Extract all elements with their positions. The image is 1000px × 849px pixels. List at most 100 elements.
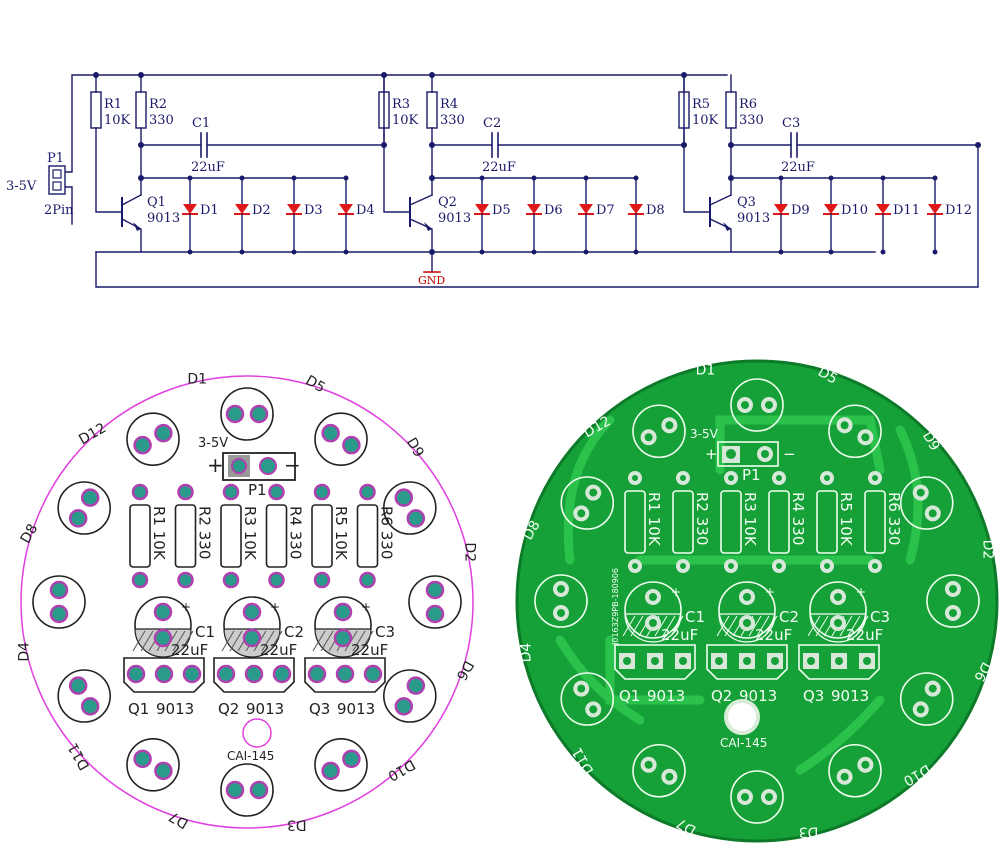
resistor-r3: [378, 74, 411, 213]
board-transistor-part: 9013: [647, 687, 685, 705]
board-resistor-3: R3 10K: [220, 483, 259, 589]
board-capacitor-ref: C3: [375, 623, 395, 641]
transistor-part: 9013: [438, 211, 471, 226]
capacitor-plus: +: [361, 600, 371, 614]
board-resistor-label: R1 10K: [150, 506, 168, 561]
board-resistor-1: R1 10K: [624, 471, 663, 573]
resistor-value: 10K: [692, 113, 719, 128]
board-resistor-label: R2 330: [196, 506, 214, 559]
mounting-hole: [242, 718, 272, 748]
board-led-label: D3: [799, 823, 819, 839]
board-led-d7: D7: [632, 743, 699, 838]
led-label: D11: [893, 203, 920, 218]
board-led-d3: D3: [220, 763, 307, 833]
board-led-d8: D8: [18, 481, 111, 546]
board-resistor-1: R1 10K: [129, 483, 168, 589]
gnd-symbol: GND: [418, 271, 445, 287]
board-resistor-5: R5 10K: [816, 471, 855, 573]
resistor-r4: [426, 74, 438, 196]
transistor-part: 9013: [147, 211, 180, 226]
capacitor-plus: +: [765, 585, 775, 599]
silk-board-id: CAI-145: [227, 749, 274, 763]
board-resistor-label: R2 330: [693, 492, 711, 545]
board-resistor-4: R4 330: [768, 471, 807, 573]
board-capacitor-value: 22uF: [846, 626, 883, 644]
silk-power-label: 3-5V: [198, 436, 228, 451]
board-resistor-6: R6 330: [356, 483, 396, 589]
capacitor-plus: +: [270, 600, 280, 614]
board-transistor-ref: Q2: [218, 700, 239, 718]
board-capacitor-ref: C1: [685, 608, 705, 626]
resistor-ref: R1: [104, 97, 122, 112]
capacitor-ref: C3: [782, 116, 800, 131]
transistor-ref: Q1: [147, 195, 166, 210]
transistor-q1: [121, 194, 142, 253]
board-led-d9: D9: [899, 429, 954, 530]
pcb-connector-p1: 3-5V P1 + −: [690, 427, 796, 484]
supply-rail: [59, 74, 979, 288]
led-label: D6: [544, 203, 563, 218]
board-capacitor-value: 22uF: [351, 641, 388, 659]
board-capacitor-value: 22uF: [171, 641, 208, 659]
board-led-d10: D10: [828, 743, 933, 798]
board-capacitor-ref: C2: [284, 623, 304, 641]
connector-type: 2Pin: [44, 203, 74, 218]
led-d6: [526, 175, 542, 255]
board-resistor-2: R2 330: [672, 471, 711, 573]
board-resistor-label: R4 330: [287, 506, 305, 559]
silk-plus: +: [207, 453, 224, 477]
board-capacitor-ref: C3: [870, 608, 890, 626]
led-d2: [234, 175, 250, 255]
capacitor-ref: C1: [192, 116, 210, 131]
resistor-ref: R2: [149, 97, 167, 112]
board-transistor-ref: Q1: [128, 700, 149, 718]
board-led-d4: D4: [16, 575, 86, 662]
resistor-value: 330: [739, 113, 764, 128]
board-transistor-ref: Q2: [711, 687, 732, 705]
board-capacitor-ref: C1: [195, 623, 215, 641]
board-led-d3: D3: [730, 770, 819, 839]
led-d10: [823, 175, 839, 255]
capacitor-plus: +: [671, 585, 681, 599]
resistor-value: 10K: [104, 113, 131, 128]
board-resistor-label: R6 330: [378, 506, 396, 559]
resistor-value: 330: [440, 113, 465, 128]
resistor-r1: [90, 74, 123, 213]
board-led-label: D4: [16, 642, 32, 662]
connector-ref: P1: [47, 151, 64, 166]
board-resistor-label: R3 10K: [741, 492, 759, 547]
resistor-ref: R6: [739, 97, 757, 112]
board-capacitor-value: 22uF: [260, 641, 297, 659]
board-resistor-2: R2 330: [174, 483, 214, 589]
led-d12: [927, 175, 943, 255]
led-d1: [182, 175, 198, 255]
board-led-d1: D1: [696, 363, 784, 432]
board-transistor-part: 9013: [831, 687, 869, 705]
capacitor-c1: [138, 74, 387, 158]
transistor-q2: [409, 194, 433, 253]
board-resistor-label: R3 10K: [241, 506, 259, 561]
led-label: D10: [841, 203, 868, 218]
board-led-label: D2: [979, 540, 995, 560]
capacitor-ref: C2: [483, 116, 501, 131]
led-d3: [286, 175, 302, 255]
board-capacitor-ref: C2: [779, 608, 799, 626]
pcb-connector-ref: P1: [742, 466, 761, 484]
board-resistor-label: R5 10K: [837, 492, 855, 547]
capacitor-c2: [429, 74, 687, 158]
gnd-label: GND: [418, 274, 445, 287]
transistor-ref: Q2: [438, 195, 457, 210]
board-resistor-label: R5 10K: [332, 506, 350, 561]
resistor-r6: [725, 74, 737, 196]
board-resistor-label: R1 10K: [645, 492, 663, 547]
